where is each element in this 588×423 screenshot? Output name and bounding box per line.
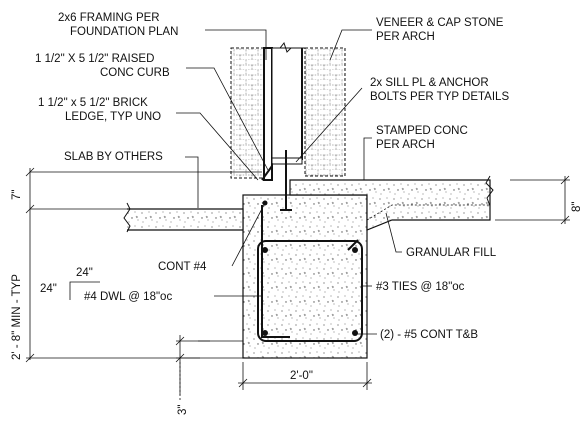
slab-break-right: [485, 175, 494, 207]
leader-curb: [186, 67, 269, 171]
rebar-5-bottom-right: [352, 330, 358, 336]
slab-by-others: [127, 208, 244, 231]
slab-break-left: [123, 202, 131, 233]
framing-wall: [263, 47, 273, 181]
label-veneer-1: VENEER & CAP STONE: [376, 17, 504, 29]
label-slab: SLAB BY OTHERS: [64, 151, 163, 163]
leader-cont4: [231, 202, 266, 267]
dim-tick-1: [25, 167, 35, 177]
label-dim-depth: 2' - 8" MIN - TYP: [11, 274, 23, 360]
leader-granular: [385, 212, 402, 253]
label-sill-2: BOLTS PER TYP DETAILS: [370, 91, 509, 103]
leader-framing: [205, 29, 267, 60]
rebar-5-top-left: [262, 247, 268, 253]
wall-break-top: [262, 41, 306, 53]
label-dim-width: 2'-0": [290, 370, 313, 382]
brick-veneer-left: [230, 47, 265, 179]
label-cont4: CONT #4: [158, 261, 207, 273]
label-dim-8: 8": [571, 202, 583, 212]
label-veneer-2: PER ARCH: [376, 31, 435, 43]
framing-stud: [271, 47, 303, 159]
rebar-tie: [257, 240, 363, 342]
dowel-leg-symbol: [69, 281, 100, 300]
leader-slab: [185, 156, 199, 208]
leader-stamped: [363, 137, 372, 180]
label-framing-1: 2x6 FRAMING PER: [58, 12, 160, 24]
leader-ledge: [176, 112, 259, 181]
dim-width-tick-left: [238, 378, 248, 388]
label-dwl-leg-v: 24": [40, 283, 57, 295]
rebar-5-top-right: [352, 247, 358, 253]
granular-fill-line: [366, 204, 490, 221]
label-ledge-2: LEDGE, TYP UNO: [65, 111, 161, 123]
label-framing-2: FOUNDATION PLAN: [70, 26, 178, 38]
tie-hook: [347, 239, 359, 251]
dim-8-tick-bottom: [560, 215, 570, 225]
label-dim-7: 7": [11, 190, 23, 200]
rebar-5-bottom-left: [262, 330, 268, 336]
dim-8-tick-top: [560, 175, 570, 185]
dim-width-tick-right: [362, 378, 372, 388]
curb-edge: [261, 162, 273, 181]
label-stamped-2: PER ARCH: [376, 139, 435, 151]
label-granular: GRANULAR FILL: [406, 247, 497, 259]
label-dim-3: 3": [177, 405, 189, 415]
leader-veneer: [329, 29, 372, 61]
label-curb-1: 1 1/2" X 5 1/2" RAISED: [35, 53, 154, 65]
label-cont5: (2) - #5 CONT T&B: [380, 329, 478, 341]
dim-3-tick-bottom: [175, 353, 185, 363]
label-stamped-1: STAMPED CONC: [376, 125, 468, 137]
brick-veneer-right: [304, 47, 346, 177]
label-curb-2: CONC CURB: [100, 67, 170, 79]
leader-sill: [295, 87, 363, 163]
dowel-bar: [261, 205, 290, 338]
dim-3-tick-top: [175, 336, 185, 346]
label-dwl: #4 DWL @ 18"oc: [84, 291, 172, 303]
label-dwl-leg-h: 24": [76, 267, 93, 279]
label-ledge-1: 1 1/2" x 5 1/2" BRICK: [38, 97, 148, 109]
dim-tick-2: [25, 204, 35, 214]
label-sill-1: 2x SILL PL & ANCHOR: [370, 77, 489, 89]
label-ties: #3 TIES @ 18"oc: [376, 281, 465, 293]
